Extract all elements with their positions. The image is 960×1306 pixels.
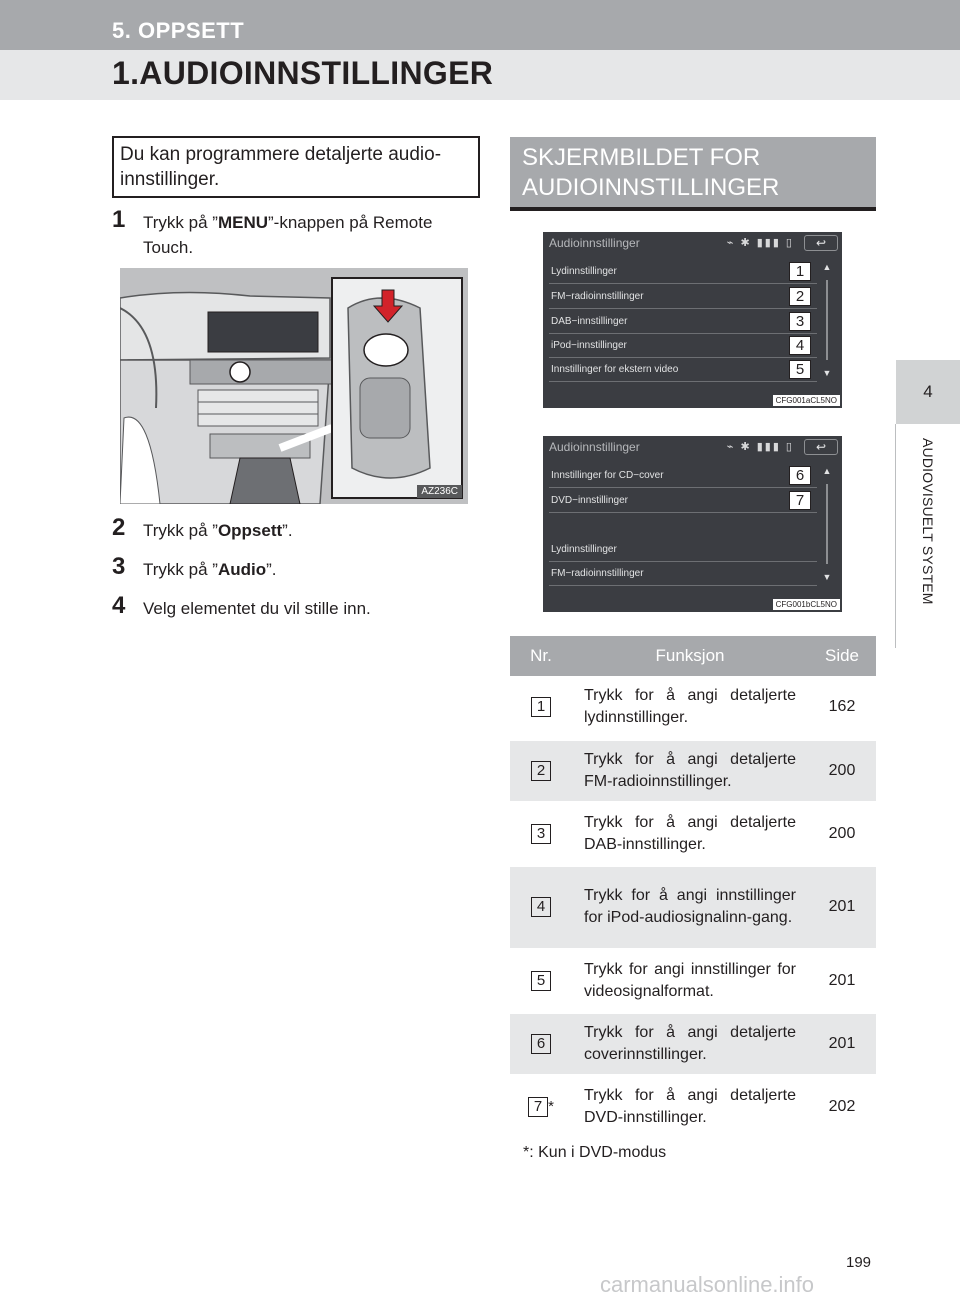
row-function: Trykk for å angi detaljerte lydinnstilli…: [572, 676, 808, 741]
chapter-tab-divider: [895, 424, 896, 648]
callout-number: 3: [789, 312, 811, 331]
intro-box: Du kan programmere detaljerte audio-inns…: [112, 136, 480, 198]
row-function: Trykk for å angi detaljerte DVD-innstill…: [572, 1075, 808, 1140]
callout-number: 6: [789, 466, 811, 485]
row-function: Trykk for å angi detaljerte coverinnstil…: [572, 1012, 808, 1077]
step-keyword: Oppsett: [217, 521, 283, 540]
table-header-row: Nr. Funksjon Side: [510, 636, 876, 676]
screen-item-fm[interactable]: FM−radioinnstillinger: [549, 562, 817, 586]
row-function: Trykk for å angi detaljerte FM-radioinns…: [572, 739, 808, 804]
screen-title: Audioinnstillinger: [549, 440, 640, 454]
chapter-tab: 4: [896, 360, 960, 424]
section-header: SKJERMBILDET FOR AUDIOINNSTILLINGER: [510, 137, 876, 211]
scroll-up-icon[interactable]: ▲: [822, 262, 832, 272]
table-row: 1 Trykk for å angi detaljerte lydinnstil…: [510, 676, 876, 741]
callout-number: 1: [789, 262, 811, 281]
row-page: 200: [808, 802, 876, 867]
scrollbar[interactable]: ▲ ▼: [818, 262, 836, 378]
scroll-up-icon[interactable]: ▲: [822, 466, 832, 476]
scroll-track: [826, 280, 828, 360]
table-row: 3 Trykk for å angi detaljerte DAB-innsti…: [510, 802, 876, 867]
table-row: 7* Trykk for å angi detaljerte DVD-innst…: [510, 1075, 876, 1140]
row-number: 7: [528, 1096, 549, 1117]
row-function: Trykk for angi innstillinger for videosi…: [572, 949, 808, 1014]
callout-number: 7: [789, 491, 811, 510]
header-bar: [0, 0, 960, 50]
footnote: *: Kun i DVD-modus: [523, 1144, 667, 1161]
row-number: 3: [531, 823, 551, 844]
row-function: Trykk for å angi innstillinger for iPod-…: [572, 865, 808, 951]
row-page: 201: [808, 949, 876, 1014]
chapter-number: 4: [923, 382, 933, 401]
step-1: 1 Trykk på ”MENU”-knappen på Remote Touc…: [112, 206, 433, 257]
step-number: 2: [112, 514, 126, 541]
step-4: 4 Velg elementet du vil stille inn.: [112, 592, 371, 619]
row-number: 1: [531, 696, 551, 717]
row-number: 6: [531, 1033, 551, 1054]
screen-title: Audioinnstillinger: [549, 236, 640, 250]
page-title: 1.AUDIOINNSTILLINGER: [112, 55, 494, 91]
function-table: Nr. Funksjon Side 1 Trykk for å angi det…: [510, 636, 876, 1140]
callout-number: 2: [789, 287, 811, 306]
footnote-marker: *: [548, 1097, 554, 1115]
screen-code: CFG001bCL5NO: [772, 599, 840, 610]
screen-audio-settings-2: Audioinnstillinger ⌁ ✱ ▮▮▮ ▯ ↩ Innstilli…: [543, 436, 842, 612]
row-page: 201: [808, 1012, 876, 1077]
row-page: 202: [808, 1075, 876, 1140]
step-number: 4: [112, 592, 126, 619]
callout-number: 4: [789, 336, 811, 355]
status-icons: ⌁ ✱ ▮▮▮ ▯: [726, 441, 794, 453]
title-bar: [0, 50, 960, 100]
table-row: 6 Trykk for å angi detaljerte coverinnst…: [510, 1012, 876, 1077]
step-number: 1: [112, 206, 126, 233]
table-row: 5 Trykk for angi innstillinger for video…: [510, 949, 876, 1014]
row-number: 4: [531, 897, 551, 917]
watermark: carmanualsonline.info: [600, 1272, 815, 1297]
callout-number: 5: [789, 360, 811, 379]
row-page: 162: [808, 676, 876, 741]
column-header-function: Funksjon: [572, 636, 808, 676]
step-3: 3 Trykk på ”Audio”.: [112, 553, 277, 580]
scroll-down-icon[interactable]: ▼: [822, 572, 832, 582]
scroll-track: [826, 484, 828, 564]
console-illustration: AZ236C: [120, 268, 468, 504]
row-page: 201: [808, 865, 876, 951]
step-keyword: MENU: [217, 213, 268, 232]
table-row: 4 Trykk for å angi innstillinger for iPo…: [510, 865, 876, 951]
scrollbar[interactable]: ▲ ▼: [818, 466, 836, 582]
scroll-down-icon[interactable]: ▼: [822, 368, 832, 378]
column-header-page: Side: [808, 636, 876, 676]
illustration-code: AZ236C: [417, 485, 462, 498]
screen-item-sound[interactable]: Lydinnstillinger: [549, 538, 817, 562]
step-2: 2 Trykk på ”Oppsett”.: [112, 514, 293, 541]
chapter-label: AUDIOVISUELT SYSTEM: [920, 438, 936, 605]
step-number: 3: [112, 553, 126, 580]
back-button[interactable]: ↩: [804, 235, 838, 251]
page-number: 199: [846, 1254, 872, 1271]
step-keyword: Audio: [217, 560, 267, 579]
section-title: 5. OPPSETT: [112, 18, 245, 43]
row-page: 200: [808, 739, 876, 804]
back-button[interactable]: ↩: [804, 439, 838, 455]
column-header-nr: Nr.: [510, 636, 572, 676]
console-drawing: [120, 268, 468, 504]
status-icons: ⌁ ✱ ▮▮▮ ▯: [726, 237, 794, 249]
row-number: 5: [531, 970, 551, 991]
screen-audio-settings-1: Audioinnstillinger ⌁ ✱ ▮▮▮ ▯ ↩ Lydinnsti…: [543, 232, 842, 408]
row-function: Trykk for å angi detaljerte DAB-innstill…: [572, 802, 808, 867]
table-row: 2 Trykk for å angi detaljerte FM-radioin…: [510, 739, 876, 804]
row-number: 2: [531, 760, 551, 781]
screen-code: CFG001aCL5NO: [772, 395, 840, 406]
